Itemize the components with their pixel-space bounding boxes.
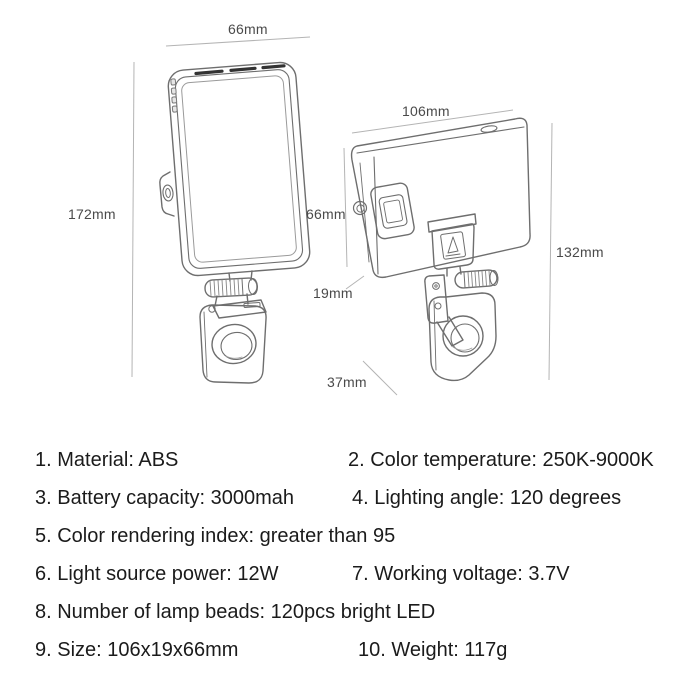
front-body-outline (167, 61, 311, 277)
spec-cri: 5. Color rendering index: greater than 9… (35, 525, 396, 547)
side-recess (370, 182, 415, 240)
dimension-lines (131, 36, 553, 396)
spec-weight: 10. Weight: 117g (358, 639, 508, 661)
front-width-label: 66mm (228, 21, 268, 37)
clip-depth-label: 37mm (327, 374, 367, 390)
back-clip (424, 269, 499, 382)
side-thread-hole (352, 200, 368, 216)
spec-lighting-angle: 4. Lighting angle: 120 degrees (352, 487, 622, 509)
back-panel-height-dim-line (343, 147, 348, 268)
top-vent-marks (194, 64, 286, 76)
back-panel-height-label: 66mm (306, 206, 346, 222)
front-view-drawing (159, 61, 311, 384)
depth-dim-line (345, 275, 365, 290)
back-height-dim-line (548, 122, 553, 381)
spec-size: 9. Size: 106x19x66mm (35, 639, 239, 661)
spec-lamp-beads: 8. Number of lamp beads: 120pcs bright L… (35, 601, 436, 623)
side-dial (159, 171, 175, 217)
front-height-label: 172mm (68, 206, 116, 222)
spec-material: 1. Material: ABS (35, 449, 179, 471)
spec-battery: 3. Battery capacity: 3000mah (35, 487, 295, 509)
side-buttons (170, 78, 178, 113)
back-body-outline (350, 117, 531, 279)
back-height-label: 132mm (556, 244, 604, 260)
clip-depth-dim-line (362, 360, 398, 396)
back-width-label: 106mm (402, 103, 450, 119)
front-bezel-outline (174, 69, 304, 269)
spec-power: 6. Light source power: 12W (35, 563, 279, 585)
top-power-button (480, 125, 498, 133)
front-diffuser-panel (181, 75, 297, 263)
back-width-dim-line (351, 109, 514, 134)
front-height-dim-line (131, 61, 135, 378)
depth-label: 19mm (313, 285, 353, 301)
front-width-dim-line (165, 36, 311, 47)
product-diagram (131, 36, 553, 396)
spec-voltage: 7. Working voltage: 3.7V (352, 563, 570, 585)
cold-shoe-mount (427, 213, 477, 277)
front-clip (199, 270, 267, 384)
back-view-drawing (350, 117, 531, 382)
spec-color-temp: 2. Color temperature: 250K-9000K (348, 449, 654, 471)
